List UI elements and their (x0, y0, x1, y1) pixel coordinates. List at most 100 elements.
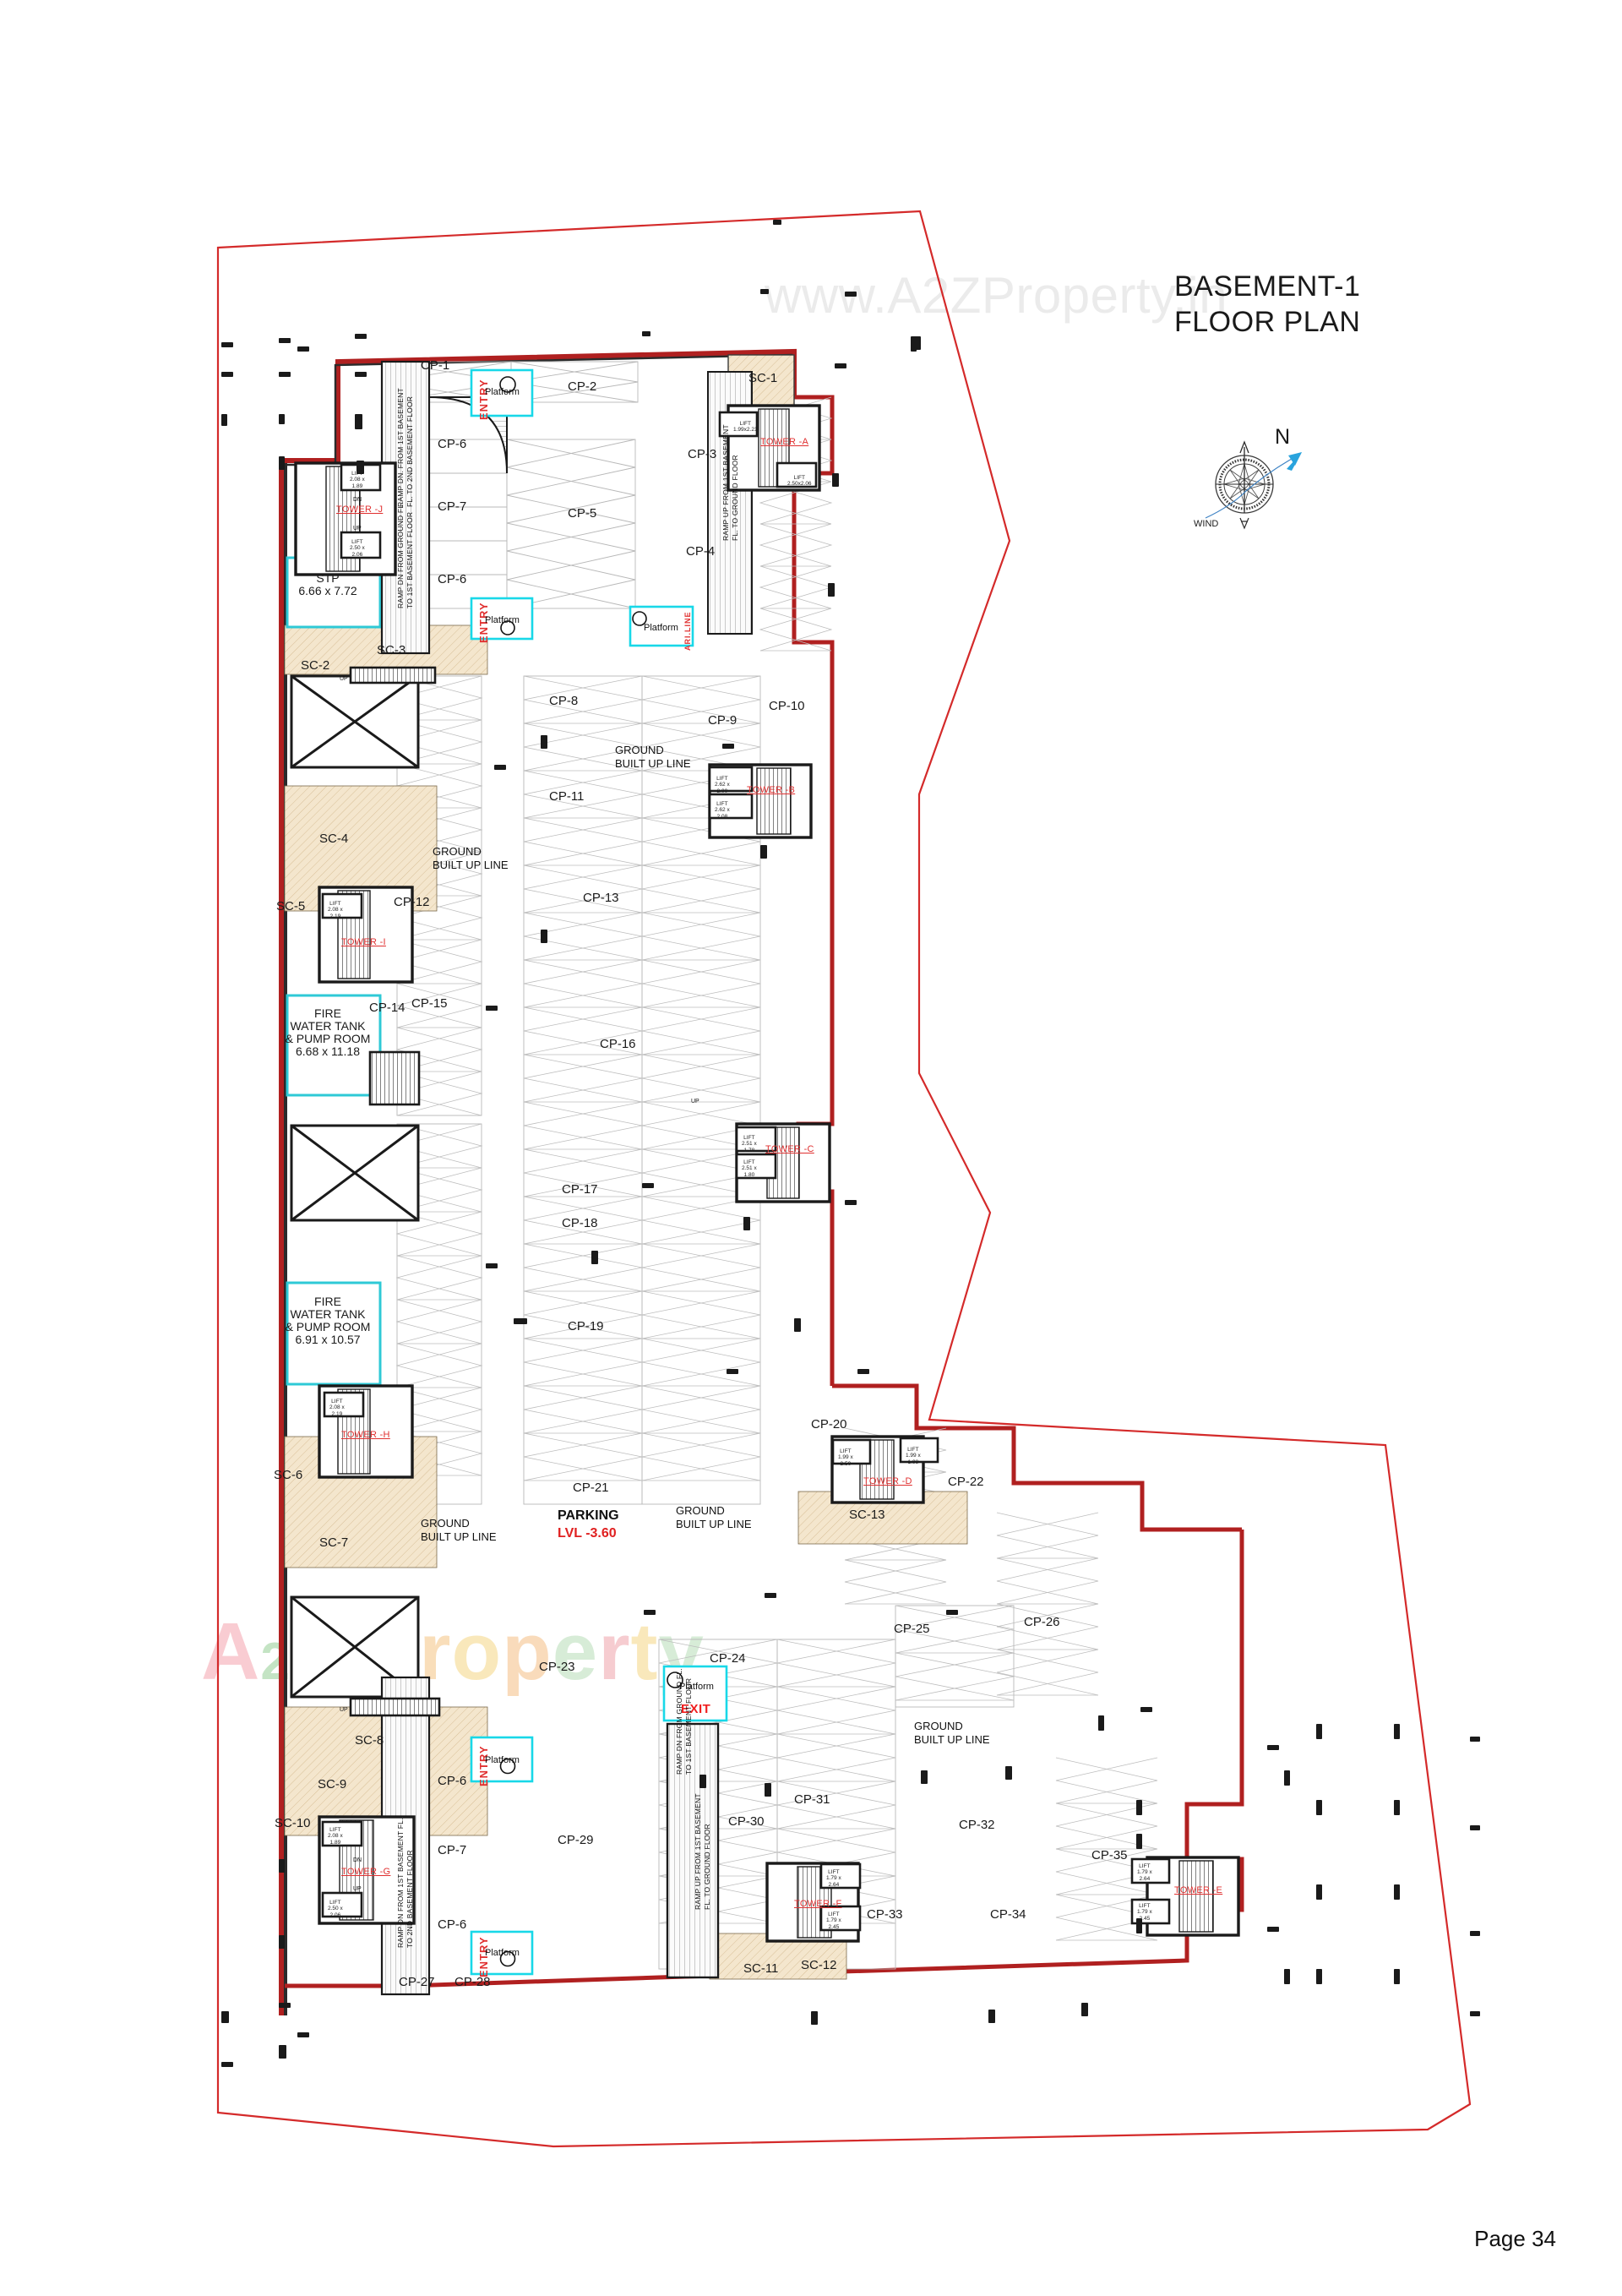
north-compass-rose: N WIND (1187, 418, 1364, 537)
shop-unit-label: SC-6 (274, 1468, 303, 1482)
parking-bay-marker (776, 1686, 896, 1735)
parking-bay-marker (996, 1603, 1099, 1650)
exit-label: EXIT (681, 1702, 711, 1716)
shop-unit-label: SC-8 (355, 1733, 384, 1748)
column (915, 336, 921, 350)
shop-unit-label: SC-11 (743, 1961, 779, 1976)
column (1136, 1834, 1142, 1849)
parking-slot-label: CP-6 (438, 1917, 467, 1932)
tower-label: TOWER -E (1174, 1885, 1223, 1895)
column (773, 220, 781, 225)
tower-label: TOWER -G (341, 1867, 391, 1877)
parking-slot-label: CP-35 (1091, 1848, 1128, 1862)
parking-slot-label: CP-25 (894, 1622, 930, 1636)
column (591, 1251, 598, 1264)
structural-columns (221, 220, 1480, 2067)
parking-slot-label: CP-1 (421, 358, 450, 373)
parking-slot-label: CP-20 (811, 1417, 847, 1432)
parking-slot-label: CP-19 (568, 1319, 604, 1333)
shop-unit-label: SC-4 (319, 832, 349, 846)
parking-slot-label: CP-33 (867, 1907, 903, 1922)
shop-unit-label: SC-9 (318, 1777, 347, 1792)
parking-slot-label: CP-15 (411, 996, 448, 1011)
column (221, 372, 233, 377)
parking-bay-marker (776, 1781, 896, 1830)
parking-bay-marker (641, 675, 761, 724)
parking-slot-label: CP-9 (708, 713, 738, 728)
column (835, 363, 846, 368)
stair-direction-label: UP (691, 1099, 699, 1104)
ramp-note-line-2: FL. TO GROUND FLOOR (703, 1824, 711, 1910)
compass-north-label: N (1275, 425, 1290, 449)
title-line-1: BASEMENT-1 (1174, 270, 1361, 303)
platform-label: Platform (485, 615, 520, 625)
tower-core (294, 461, 397, 576)
parking-slot-label: CP-32 (959, 1818, 995, 1832)
shop-unit-label: SC-12 (801, 1958, 837, 1972)
column (1470, 1931, 1480, 1936)
parking-slot-label: CP-3 (688, 447, 717, 461)
ramp-note-line-1: RAMP UP FROM 1ST BASEMENT (721, 424, 730, 541)
column (279, 414, 285, 424)
tower-core (1130, 1856, 1240, 1937)
ramp-note-line-1: RAMP DN. FROM 1ST BASEMENT (396, 388, 405, 507)
tower-label: TOWER -B (747, 785, 796, 795)
column (1098, 1715, 1104, 1731)
column (1140, 1707, 1152, 1712)
parking-slot-label: CP-2 (568, 379, 597, 394)
tower-core (830, 1435, 939, 1504)
parking-bay-marker (996, 1557, 1099, 1605)
column (988, 2010, 995, 2023)
parking-slot-label: CP-31 (794, 1792, 830, 1807)
parking-slot-label: CP-10 (769, 699, 805, 713)
column (722, 744, 734, 749)
parking-slot-label: CP-7 (438, 499, 467, 514)
parking-bay-marker (641, 1338, 761, 1387)
column (297, 2032, 309, 2037)
parking-bay-marker (641, 959, 761, 1008)
shop-unit-label: SC-1 (748, 371, 778, 385)
platform-label: Platform (485, 387, 520, 397)
parking-bay-marker (395, 983, 483, 1028)
tower-label: TOWER -H (341, 1430, 390, 1440)
column (279, 456, 285, 470)
column (1316, 1884, 1322, 1900)
tower-core (708, 763, 813, 839)
column (743, 1217, 750, 1230)
shop-unit-label: SC-2 (301, 658, 330, 673)
parking-bay-marker (996, 1512, 1099, 1559)
column (279, 2003, 291, 2008)
ramp-note-line-2: FL. TO 2ND BASEMENT FLOOR (406, 395, 414, 507)
compass-wind-label: WIND (1194, 519, 1218, 529)
column (1136, 1800, 1142, 1815)
parking-slot-label: CP-5 (568, 506, 597, 521)
parking-bay-marker (641, 1243, 761, 1292)
parking-bay-marker (641, 1196, 761, 1245)
parking-bay-marker (395, 1299, 483, 1344)
platform-label: Platform (644, 623, 678, 633)
column (832, 473, 839, 487)
column (355, 334, 367, 339)
column (1005, 1766, 1012, 1780)
ramp-note-line-2: FL. TO GROUND FLOOR (731, 455, 739, 541)
parking-bay-marker (1055, 1802, 1158, 1850)
parking-bay-marker (641, 864, 761, 913)
parking-slot-label: CP-12 (394, 895, 430, 909)
column (1394, 1969, 1400, 1984)
column (221, 342, 233, 347)
ramp-note-line-2: TO 1ST BASEMENT FLOOR (406, 511, 414, 608)
column (1394, 1724, 1400, 1739)
column (1316, 1969, 1322, 1984)
